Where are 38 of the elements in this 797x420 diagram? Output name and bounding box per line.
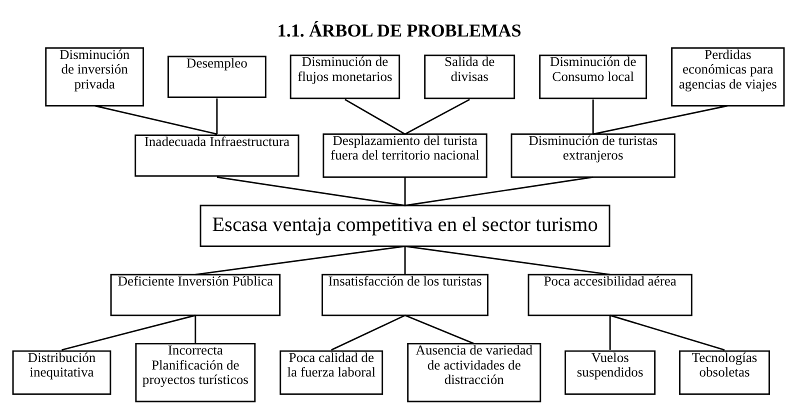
node-box: Perdidas económicas para agencias de viajes xyxy=(671,47,785,106)
connector xyxy=(609,315,611,350)
node-box: Salida de divisas xyxy=(424,54,516,100)
node-box: Vuelos suspendidos xyxy=(564,350,656,395)
connector xyxy=(194,315,196,344)
node-box: Poca accesibilidad aérea xyxy=(528,274,692,316)
connector xyxy=(94,105,218,135)
node-box: Escasa ventaja competitiva en el sector turismo xyxy=(200,204,610,247)
node-box: Disminución de flujos monetarios xyxy=(290,54,400,100)
node-box: Incorrecta Planificación de proyectos turísticos xyxy=(135,342,256,402)
connector xyxy=(216,176,406,206)
node-box: Disminución de Consumo local xyxy=(539,54,648,100)
node-box: Disminución de turistas extranjeros xyxy=(510,133,676,178)
connector xyxy=(195,246,406,276)
node-box: Desplazamiento del turista fuera del territorio nacional xyxy=(322,133,488,178)
connector xyxy=(404,246,406,275)
connector xyxy=(344,98,406,135)
node-box: Poca calidad de la fuerza laboral xyxy=(280,350,384,395)
node-box: Deficiente Inversión Pública xyxy=(110,274,281,316)
node-box: Disminución de inversión privada xyxy=(45,47,144,106)
connector xyxy=(592,105,728,135)
connector xyxy=(331,314,406,351)
node-box: Insatisfacción de los turistas xyxy=(322,274,488,316)
connector xyxy=(404,314,474,344)
node-box: Ausencia de variedad de actividades de distracción xyxy=(407,342,542,402)
node-box: Distribución inequitativa xyxy=(12,350,112,395)
node-box: Desempleo xyxy=(168,56,266,98)
connector xyxy=(404,98,470,135)
connector xyxy=(610,314,725,351)
connector xyxy=(592,100,594,134)
connector xyxy=(404,177,406,206)
connector xyxy=(62,314,196,351)
node-box: Tecnologías obsoletas xyxy=(679,350,770,395)
connector xyxy=(404,176,594,206)
connector xyxy=(216,98,218,134)
diagram-title: 1.1. ÁRBOL DE PROBLEMAS xyxy=(277,20,522,40)
connector xyxy=(404,246,610,276)
node-box: Inadecuada Infraestructura xyxy=(134,134,300,177)
